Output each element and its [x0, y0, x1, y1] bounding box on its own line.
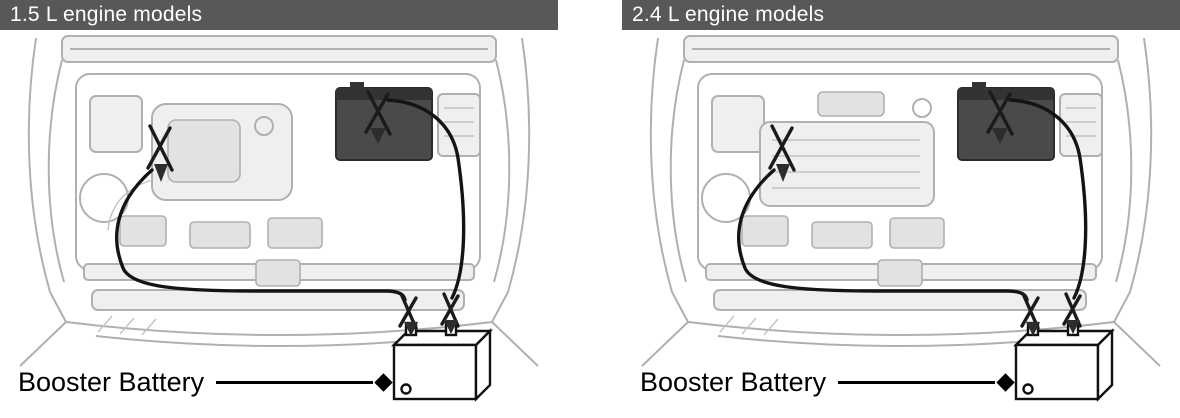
panel-header-2-4l: 2.4 L engine models: [622, 0, 1180, 30]
battery-clamp-icon: [986, 90, 1014, 144]
booster-battery-drawing: [391, 292, 493, 402]
callout-pointer-line: [838, 381, 995, 384]
hood-latch: [877, 259, 923, 287]
jumper-cable-negative: [115, 168, 407, 302]
jumper-cable-positive: [1008, 98, 1088, 300]
engine-bay-drawing: [641, 35, 1161, 402]
engine-bay-illustration-1-5l: Booster Battery: [0, 30, 558, 418]
panel-title: 1.5 L engine models: [10, 3, 203, 26]
ground-clamp-icon: [146, 124, 174, 182]
booster-battery-label: Booster Battery: [18, 367, 205, 397]
booster-battery-drawing: [1013, 292, 1115, 402]
panel-1-5l-engine: 1.5 L engine models: [0, 0, 558, 418]
car-body-outline: [19, 37, 539, 367]
booster-battery-callout: Booster Battery: [640, 367, 1015, 398]
ground-clamp-icon: [768, 124, 796, 182]
car-body-outline: [641, 37, 1161, 367]
engine-bay-illustration-2-4l: Booster Battery: [622, 30, 1180, 418]
callout-diamond-marker: [374, 373, 393, 392]
panel-2-4l-engine: 2.4 L engine models: [622, 0, 1180, 418]
callout-pointer-line: [216, 381, 373, 384]
hood-latch: [255, 259, 301, 287]
booster-battery-label: Booster Battery: [640, 367, 827, 397]
jumper-cable-negative: [737, 168, 1029, 302]
panel-title: 2.4 L engine models: [632, 3, 825, 26]
jumper-cable-positive: [386, 98, 466, 300]
engine-block-1-5l: [107, 103, 293, 231]
engine-bay-drawing: [19, 35, 539, 402]
booster-battery-callout: Booster Battery: [18, 367, 393, 398]
callout-diamond-marker: [996, 373, 1015, 392]
engine-block-2-4l: [759, 91, 935, 207]
battery-clamp-icon: [364, 90, 392, 144]
panel-header-1-5l: 1.5 L engine models: [0, 0, 558, 30]
